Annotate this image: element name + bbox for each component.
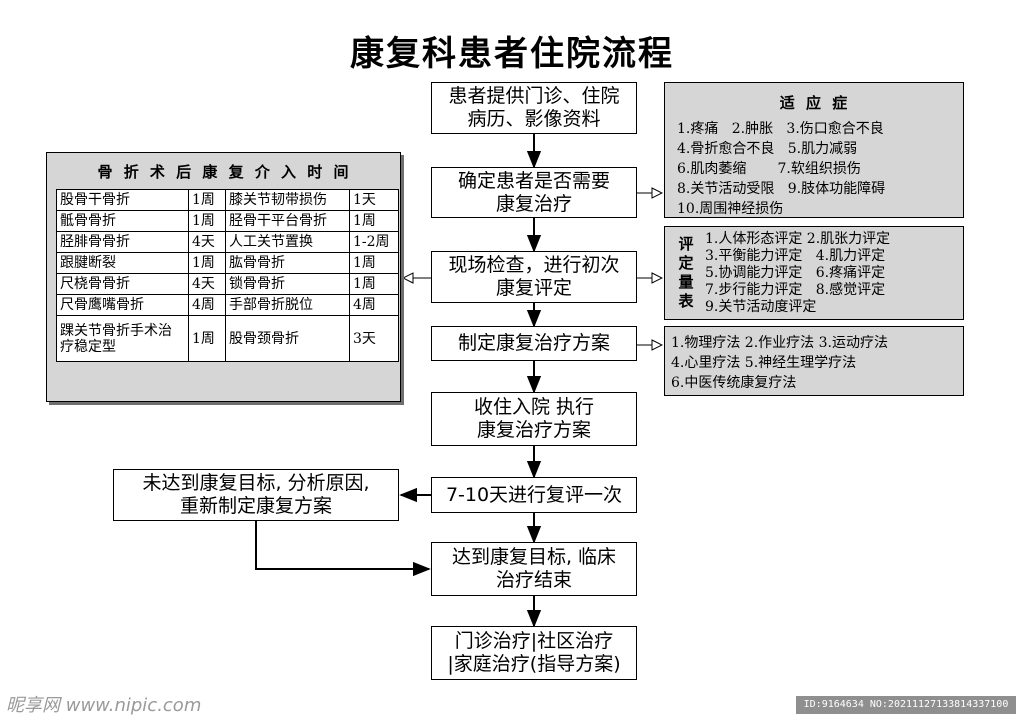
flow-step-provide-records: 患者提供门诊、住院 病历、影像资料: [431, 82, 637, 134]
intervention-time-cell: 1周: [188, 210, 226, 232]
fracture-type-cell: 股骨颈骨折: [225, 315, 350, 362]
fracture-type-cell: 尺骨鹰嘴骨折: [56, 294, 189, 316]
intervention-time-cell: 4周: [349, 294, 399, 316]
page-title: 康复科患者住院流程: [350, 34, 674, 74]
assessment-line: 9.关节活动度评定: [705, 299, 817, 315]
assessment-line: 7.步行能力评定 8.感觉评定: [705, 282, 886, 298]
intervention-time-cell: 1周: [349, 273, 399, 295]
fracture-type-cell: 肱骨骨折: [225, 252, 350, 274]
intervention-time-cell: 1-2周: [349, 231, 399, 253]
therapies-line: 1.物理疗法 2.作业疗法 3.运动疗法: [671, 335, 888, 351]
flow-step-admission: 收住入院 执行 康复治疗方案: [431, 392, 637, 446]
intervention-time-cell: 1周: [349, 210, 399, 232]
fracture-type-cell: 踝关节骨折手术治疗稳定型: [56, 315, 189, 362]
fracture-type-cell: 胫腓骨骨折: [56, 231, 189, 253]
intervention-time-cell: 4天: [188, 231, 226, 253]
watermark-right: ID:9164634 NO:20211127133814337100: [796, 696, 1016, 714]
flow-step-goal-reached: 达到康复目标, 临床 治疗结束: [431, 542, 637, 596]
intervention-time-cell: 1周: [188, 189, 226, 211]
indications-title: 适 应 症: [779, 94, 851, 112]
intervention-time-cell: 1周: [349, 252, 399, 274]
arrow-side-step7: [255, 521, 431, 577]
intervention-time-cell: 1天: [349, 189, 399, 211]
indications-line: 10.周围神经损伤: [677, 201, 784, 217]
intervention-time-cell: 4周: [188, 294, 226, 316]
intervention-time-cell: 1周: [188, 315, 226, 362]
intervention-time-cell: 4天: [188, 273, 226, 295]
flow-step-determine-need: 确定患者是否需要 康复治疗: [431, 167, 637, 218]
indications-line: 4.骨折愈合不良 5.肌力减弱: [677, 141, 858, 157]
therapies-line: 4.心里疗法 5.神经生理学疗法: [671, 355, 857, 371]
fracture-title: 骨 折 术 后 康 复 介 入 时 间: [97, 163, 352, 181]
fracture-type-cell: 锁骨骨折: [225, 273, 350, 295]
fracture-type-cell: 胫骨干平台骨折: [225, 210, 350, 232]
fracture-type-cell: 股骨干骨折: [56, 189, 189, 211]
indications-line: 8.关节活动受限 9.肢体功能障碍: [677, 181, 886, 197]
assessment-line: 5.协调能力评定 6.疼痛评定: [705, 265, 886, 281]
fracture-type-cell: 骶骨骨折: [56, 210, 189, 232]
indications-line: 1.疼痛 2.肿胀 3.伤口愈合不良: [677, 121, 884, 137]
fracture-type-cell: 跟腱断裂: [56, 252, 189, 274]
watermark-left: 昵享网 www.nipic.com: [6, 695, 202, 716]
fracture-type-cell: 手部骨折脱位: [225, 294, 350, 316]
assessment-line: 3.平衡能力评定 4.肌力评定: [705, 248, 886, 264]
assessment-panel: 评 定 量 表 1.人体形态评定 2.肌张力评定 3.平衡能力评定 4.肌力评定…: [664, 226, 964, 320]
fracture-type-cell: 膝关节韧带损伤: [225, 189, 350, 211]
intervention-time-cell: 1周: [188, 252, 226, 274]
indications-panel: 适 应 症 1.疼痛 2.肿胀 3.伤口愈合不良 4.骨折愈合不良 5.肌力减弱…: [664, 82, 964, 218]
intervention-time-cell: 3天: [349, 315, 399, 362]
assessment-label: 评 定 量 表: [678, 235, 694, 310]
flow-step-followup-care: 门诊治疗|社区治疗 |家庭治疗(指导方案): [431, 626, 637, 680]
indications-line: 6.肌肉萎缩 7.软组织损伤: [677, 161, 861, 177]
therapies-line: 6.中医传统康复疗法: [671, 375, 797, 391]
flow-step-initial-assessment: 现场检查，进行初次 康复评定: [431, 251, 637, 303]
therapies-panel: 1.物理疗法 2.作业疗法 3.运动疗法 4.心里疗法 5.神经生理学疗法 6.…: [664, 326, 964, 396]
flow-side-goal-not-met: 未达到康复目标, 分析原因, 重新制定康复方案: [113, 469, 399, 521]
fracture-type-cell: 尺桡骨骨折: [56, 273, 189, 295]
fracture-type-cell: 人工关节置换: [225, 231, 350, 253]
assessment-line: 1.人体形态评定 2.肌张力评定: [705, 231, 891, 247]
flow-step-reassessment: 7-10天进行复评一次: [431, 477, 637, 513]
flow-step-make-plan: 制定康复治疗方案: [431, 326, 637, 361]
